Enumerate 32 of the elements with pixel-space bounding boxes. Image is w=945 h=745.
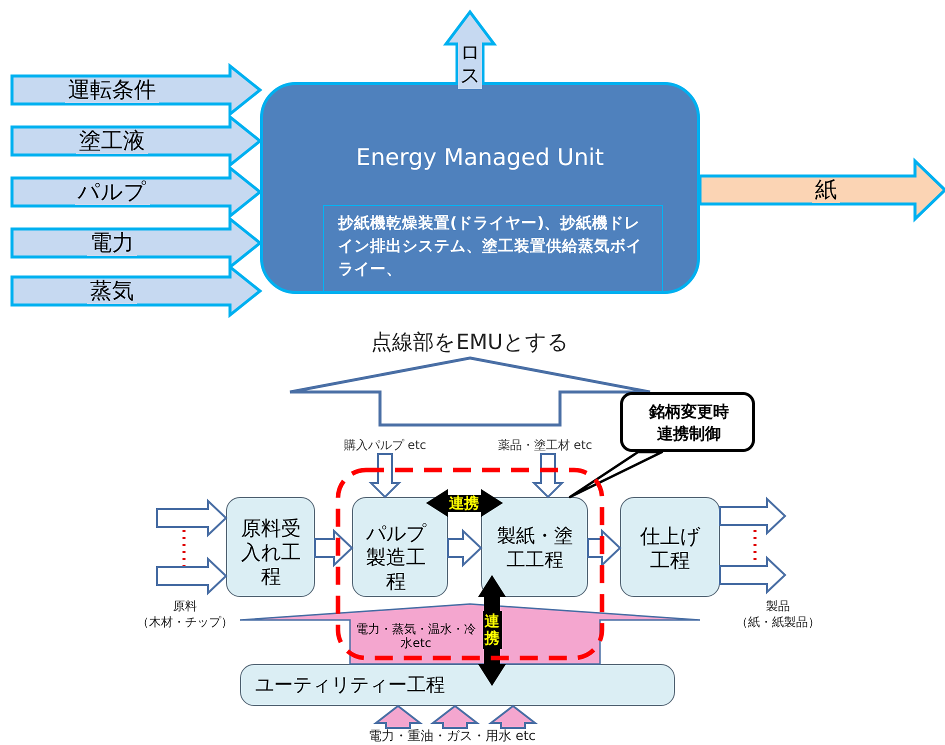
input-label: 原料（木材・チップ） <box>136 598 234 630</box>
equipment-box: 抄紙機乾燥装置(ドライヤー)、抄紙機ドレイン排出システム、塗工装置供給蒸気ボイライー、 <box>323 205 663 293</box>
flow-arrow <box>719 556 786 594</box>
flow-arrow <box>156 556 228 596</box>
process-box: ユーティリティー工程 <box>240 664 675 706</box>
process-box: 製紙・塗工工程 <box>481 497 588 597</box>
flow-arrow <box>698 157 945 223</box>
output-label: 製品（紙・紙製品） <box>735 598 821 630</box>
flow-arrow <box>447 528 482 568</box>
process-box: パルプ製造工程 <box>352 497 448 597</box>
flow-arrow <box>488 704 538 729</box>
edge-label: 連携 <box>446 494 482 512</box>
flow-arrow <box>719 496 786 536</box>
flow-arrow <box>532 453 564 498</box>
edge-label: 電力・蒸気・温水・冷水etc <box>356 622 476 650</box>
flow-arrow <box>156 498 228 538</box>
process-box: 仕上げ工程 <box>620 497 720 597</box>
edge-label: 連携 <box>482 611 502 649</box>
supply-label: 電力・重油・ガス・用水 etc <box>367 728 537 745</box>
callout-bubble: 銘柄変更時連携制御 <box>620 392 755 452</box>
flow-arrow <box>430 704 480 729</box>
input-label: 薬品・塗工材 etc <box>480 436 610 454</box>
leader-line <box>568 450 664 498</box>
unit-title: Energy Managed Unit <box>355 145 605 171</box>
unit-box <box>260 82 700 294</box>
flow-arrow <box>314 528 354 568</box>
flow-arrow <box>368 453 402 498</box>
edge-label: パルプ <box>74 180 150 204</box>
process-box: 原料受入れ工程 <box>226 497 315 597</box>
heading: 点線部をEMUとする <box>370 330 570 355</box>
flow-arrow <box>373 704 423 729</box>
input-label: 購入パルプ etc <box>320 436 450 454</box>
